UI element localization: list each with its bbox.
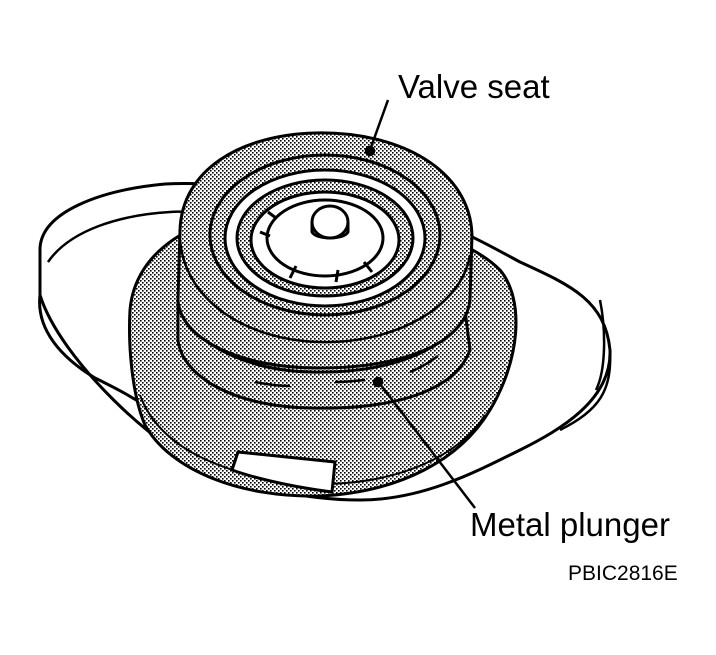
valve-seat-leader-dot [364,145,376,157]
plunger-leader [379,383,476,509]
valve-seat-leader [368,99,390,151]
metal-plunger-label: Metal plunger [470,506,670,543]
plunger-leader-dot [372,376,384,388]
valve-seat-label: Valve seat [398,68,550,105]
center-rivet [310,204,350,240]
metal-plunger [176,299,472,410]
figure-code: PBIC2816E [568,562,678,585]
leader-lines [364,99,476,509]
skirt-notch [230,450,337,494]
